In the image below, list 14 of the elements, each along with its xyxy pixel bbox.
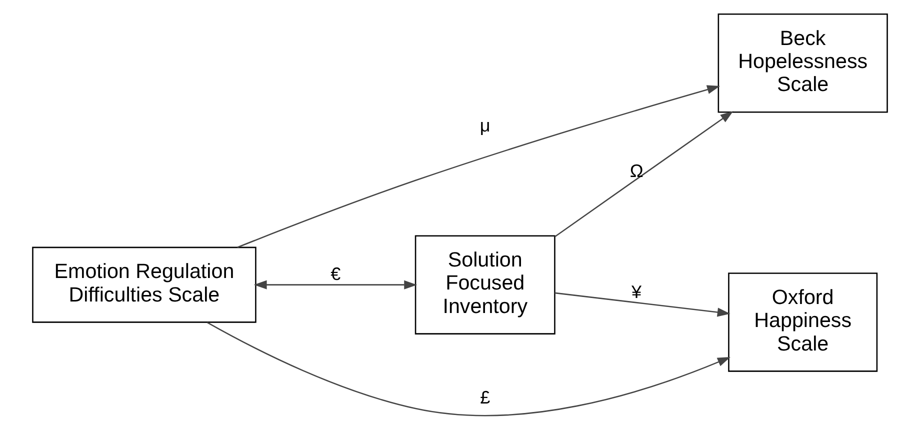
arrow <box>253 280 417 289</box>
arrow <box>236 84 720 248</box>
node-box: Beck Hopelessness Scale <box>717 13 888 112</box>
edge-label: μ <box>479 115 490 136</box>
edge-label: Ω <box>629 160 643 180</box>
edge-label: £ <box>480 387 490 408</box>
edge-label: € <box>330 263 340 284</box>
node-box: Solution Focused Inventory <box>414 234 555 334</box>
edge-label: ¥ <box>631 281 642 302</box>
node-box: Emotion Regulation Difficulties Scale <box>32 246 256 322</box>
arrow <box>554 110 733 237</box>
arrow <box>206 321 730 416</box>
node-box: Oxford Happiness Scale <box>728 272 878 372</box>
arrow <box>554 292 730 316</box>
